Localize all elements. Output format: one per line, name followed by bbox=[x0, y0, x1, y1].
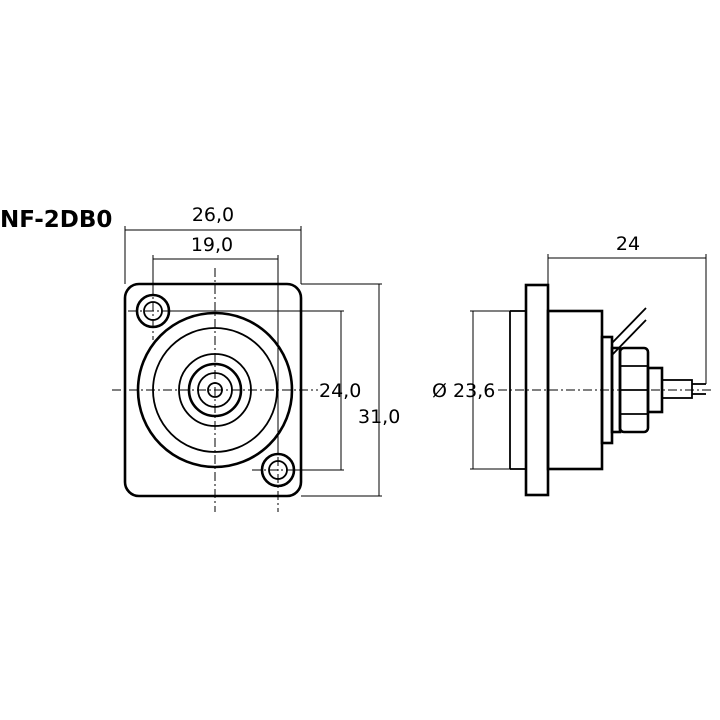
rear-pin bbox=[661, 379, 693, 399]
solder-lug-a bbox=[611, 307, 647, 344]
dim-width-outer-label: 26,0 bbox=[192, 204, 234, 226]
dim-depth-label: 24 bbox=[616, 233, 640, 255]
product-title: NF-2DB0 bbox=[0, 207, 112, 233]
dim-height-outer-label: 31,0 bbox=[358, 406, 400, 428]
side-view: 24 Ø 23,6 bbox=[432, 233, 712, 497]
front-view: 26,0 19,0 24,0 31,0 bbox=[112, 204, 400, 512]
dim-diameter-label: Ø 23,6 bbox=[432, 380, 495, 402]
dim-width-holes-label: 19,0 bbox=[191, 234, 233, 256]
dim-height-holes-label: 24,0 bbox=[319, 380, 361, 402]
